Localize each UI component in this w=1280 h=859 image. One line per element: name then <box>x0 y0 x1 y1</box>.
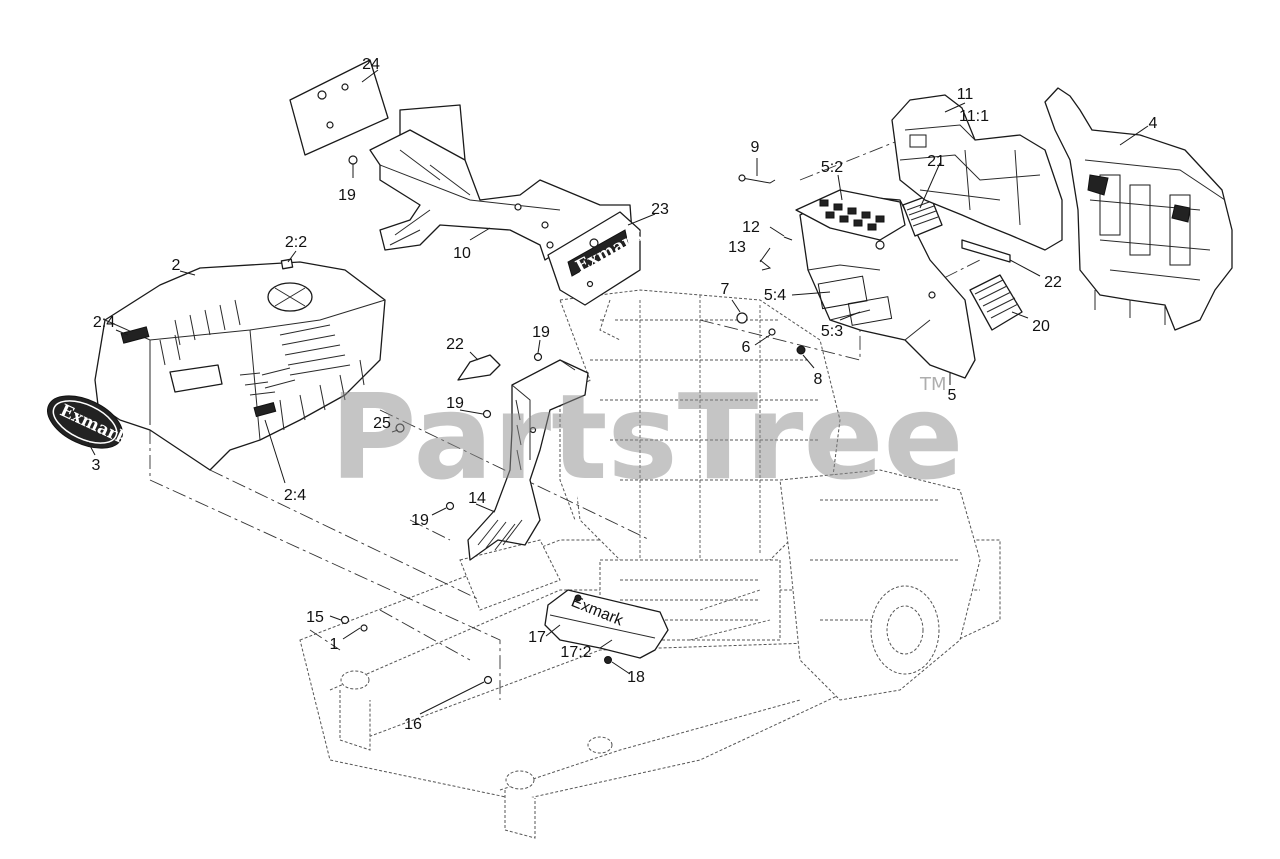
callout-5-4: 5:4 <box>764 287 786 304</box>
watermark-trademark: TM <box>919 374 947 395</box>
callout-19-left: 19 <box>446 395 464 412</box>
callout-12: 12 <box>742 219 760 236</box>
callout-25: 25 <box>373 415 391 432</box>
part-4-seat-pan <box>1044 87 1233 331</box>
part-20-vent <box>969 274 1023 331</box>
callout-2-4-top: 2:4 <box>93 314 115 331</box>
callout-2-2: 2:2 <box>285 234 307 251</box>
callout-16: 16 <box>404 716 422 733</box>
part-21-vent <box>902 194 943 237</box>
callout-5-2: 5:2 <box>821 159 843 176</box>
callout-8: 8 <box>814 371 823 388</box>
callout-11-1: 11:1 <box>959 108 989 125</box>
callout-4: 4 <box>1149 115 1158 132</box>
callout-20: 20 <box>1032 318 1050 335</box>
callout-13: 13 <box>728 239 746 256</box>
part-5-plate <box>799 194 976 379</box>
callout-17: 17 <box>528 629 546 646</box>
callout-18: 18 <box>627 669 645 686</box>
callout-2-4-bottom: 2:4 <box>284 487 306 504</box>
callout-5-3: 5:3 <box>821 323 843 340</box>
callout-5: 5 <box>948 387 957 404</box>
callout-22-right: 22 <box>1044 274 1062 291</box>
part-22-right-strip <box>961 239 1011 263</box>
callout-1: 1 <box>330 636 339 653</box>
callout-10: 10 <box>453 245 471 262</box>
watermark-text: PartsTree <box>330 368 964 506</box>
callout-2: 2 <box>172 257 181 274</box>
part-11-tank <box>891 94 1063 251</box>
callout-15: 15 <box>306 609 324 626</box>
callout-24: 24 <box>362 56 380 73</box>
part-14-panel <box>467 359 589 561</box>
callout-19-mid: 19 <box>532 324 550 341</box>
part-22-left-piece <box>457 354 501 381</box>
part-3-exmark-logo: Exmark <box>47 395 132 450</box>
callout-23: 23 <box>651 201 669 218</box>
part-2-cover <box>94 258 386 471</box>
watermark: PartsTree TM <box>330 368 964 506</box>
callout-14: 14 <box>468 490 486 507</box>
leader-lines <box>87 69 1149 715</box>
callout-19-top: 19 <box>338 187 356 204</box>
callout-3: 3 <box>92 457 101 474</box>
callout-7: 7 <box>721 281 730 298</box>
callouts: 1 2 2:2 2:4 2:4 3 4 5 5:2 5:3 5:4 6 7 8 … <box>92 56 1158 733</box>
callout-21: 21 <box>927 153 945 170</box>
callout-22-left: 22 <box>446 336 464 353</box>
callout-19-bottom: 19 <box>411 512 429 529</box>
part-10-upper-bracket <box>369 104 633 261</box>
part-24-plate <box>289 59 389 156</box>
callout-6: 6 <box>742 339 751 356</box>
part-5-2-cover <box>795 189 906 241</box>
callout-9: 9 <box>751 139 760 156</box>
part-23-side-plate: Exmark <box>547 211 647 306</box>
callout-17-2: 17:2 <box>560 644 591 661</box>
callout-11: 11 <box>957 86 974 103</box>
